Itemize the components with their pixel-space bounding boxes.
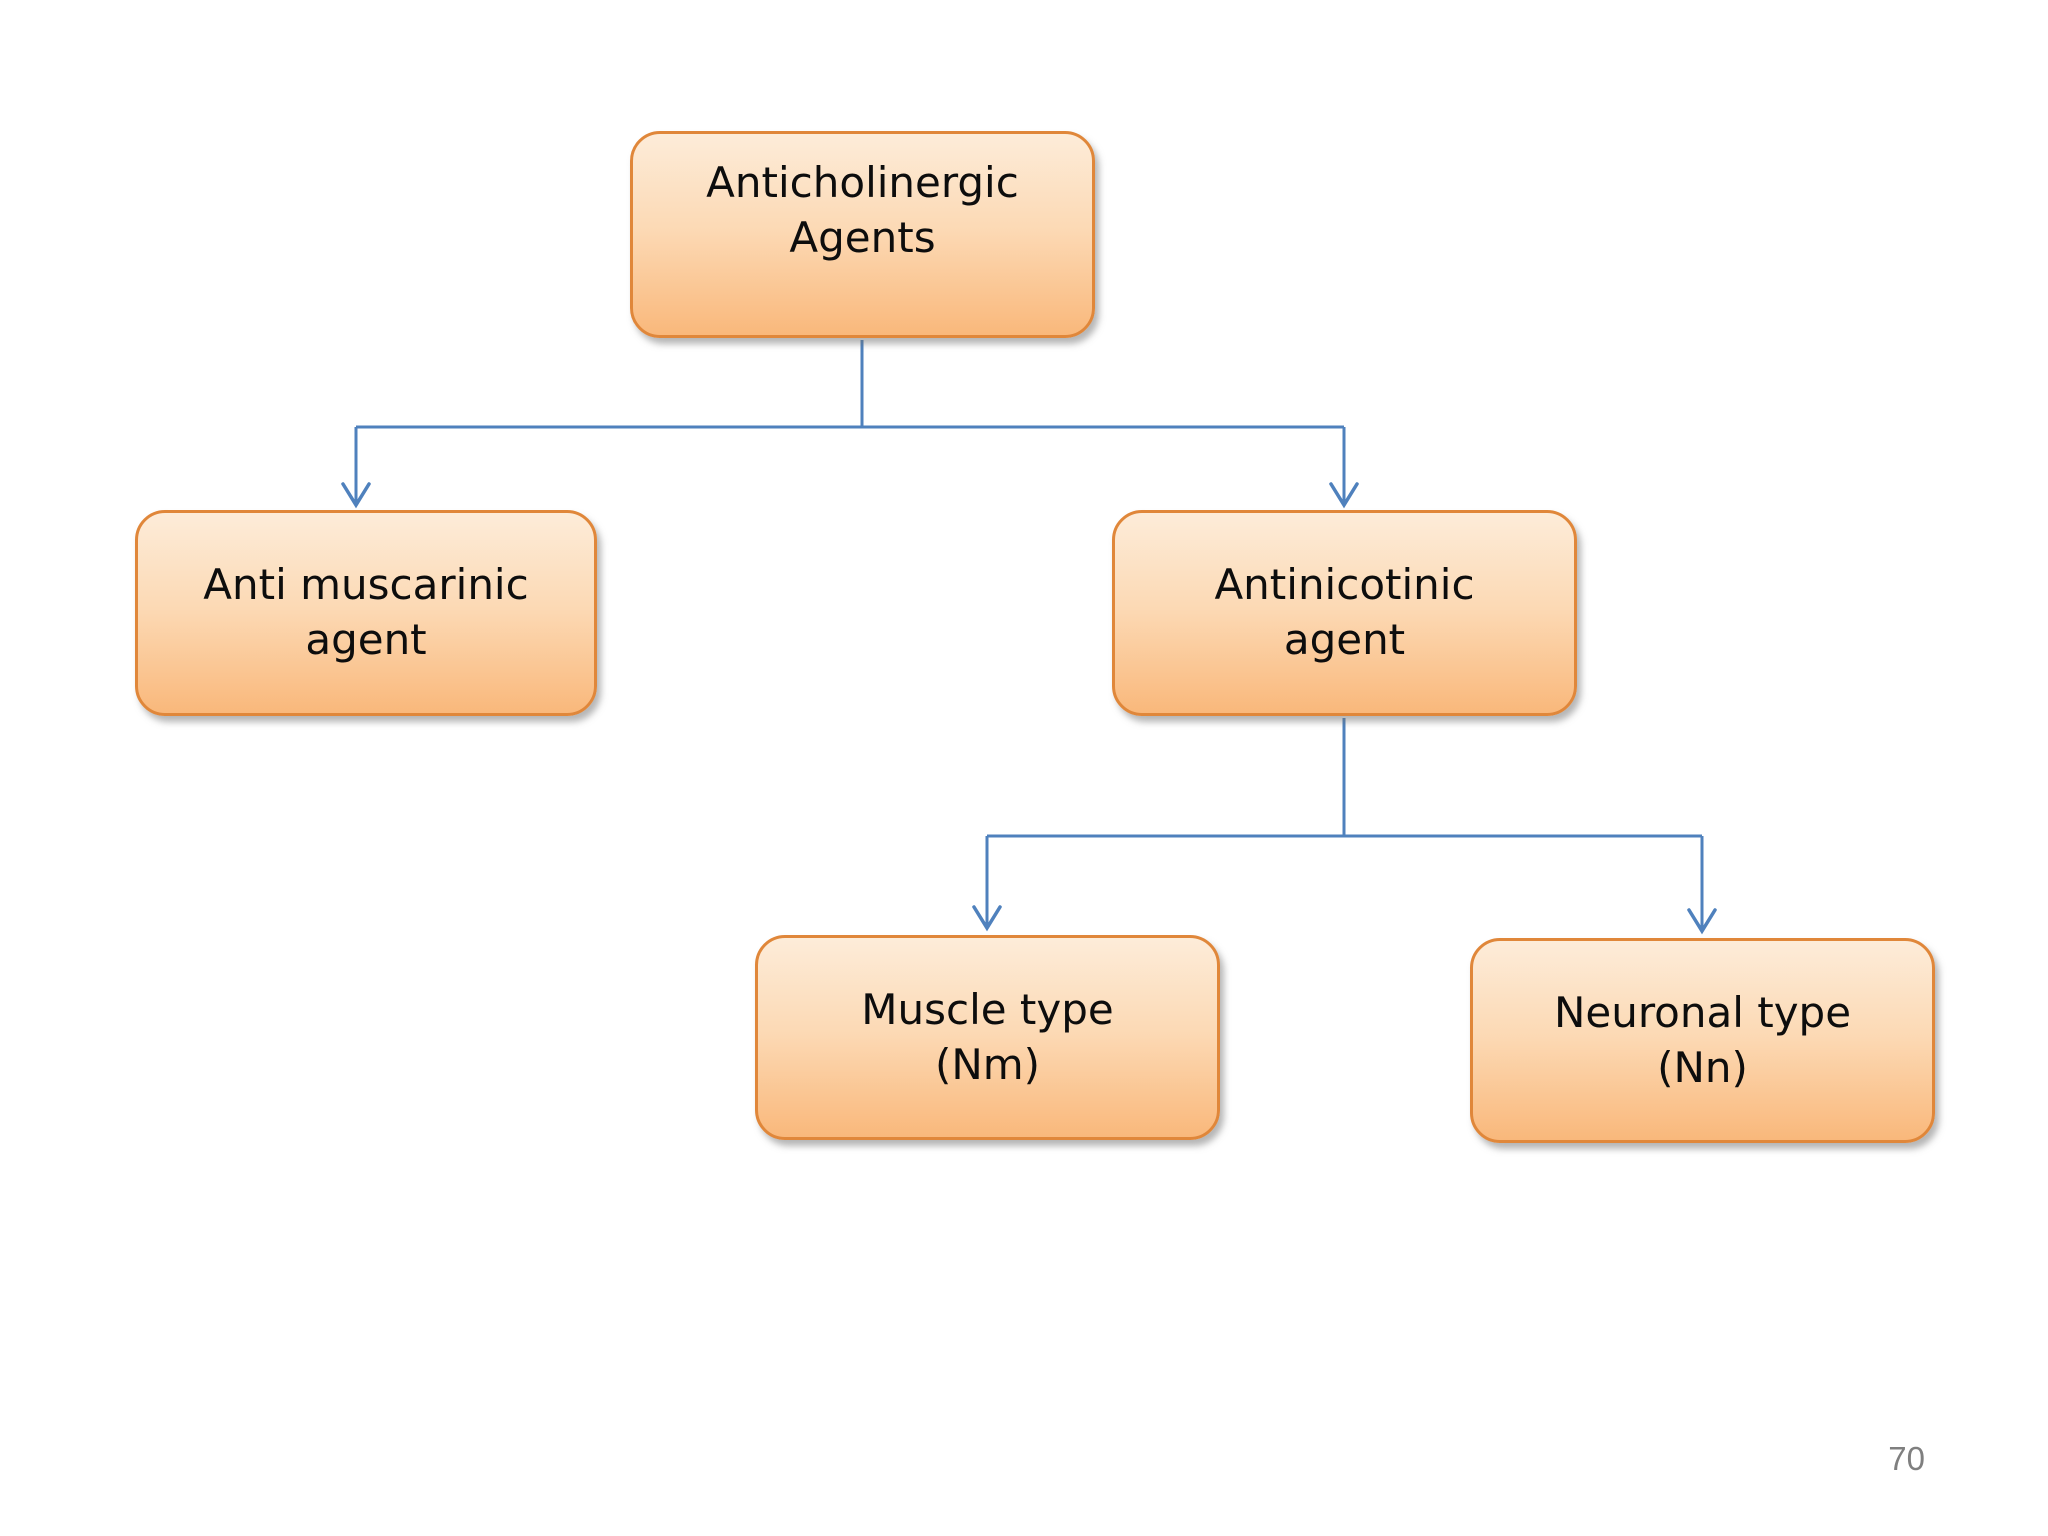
- node-label-line: Anti muscarinic: [203, 560, 529, 610]
- node-neuronal-type-nn: Neuronal type (Nn): [1470, 938, 1935, 1143]
- node-label-line: agent: [1283, 615, 1406, 664]
- node-label-line: Anticholinergic: [706, 157, 1019, 207]
- node-label-line: Agents: [789, 212, 936, 262]
- node-anticholinergic-agents: Anticholinergic Agents: [630, 131, 1095, 338]
- page-number: 70: [1888, 1440, 1925, 1477]
- node-label-line: (Nm): [934, 1039, 1041, 1089]
- node-label-line: (Nn): [1657, 1042, 1748, 1092]
- node-antinicotinic-agent: Antinicotinic agent: [1112, 510, 1577, 716]
- node-anti-muscarinic-agent: Anti muscarinic agent: [135, 510, 597, 716]
- node-muscle-type-nm: Muscle type (Nm): [755, 935, 1220, 1140]
- node-label-line: agent: [305, 615, 427, 664]
- node-label-line: Antinicotinic: [1214, 560, 1475, 610]
- node-label-line: Muscle type: [861, 984, 1114, 1034]
- node-label-line: Neuronal type: [1553, 987, 1852, 1037]
